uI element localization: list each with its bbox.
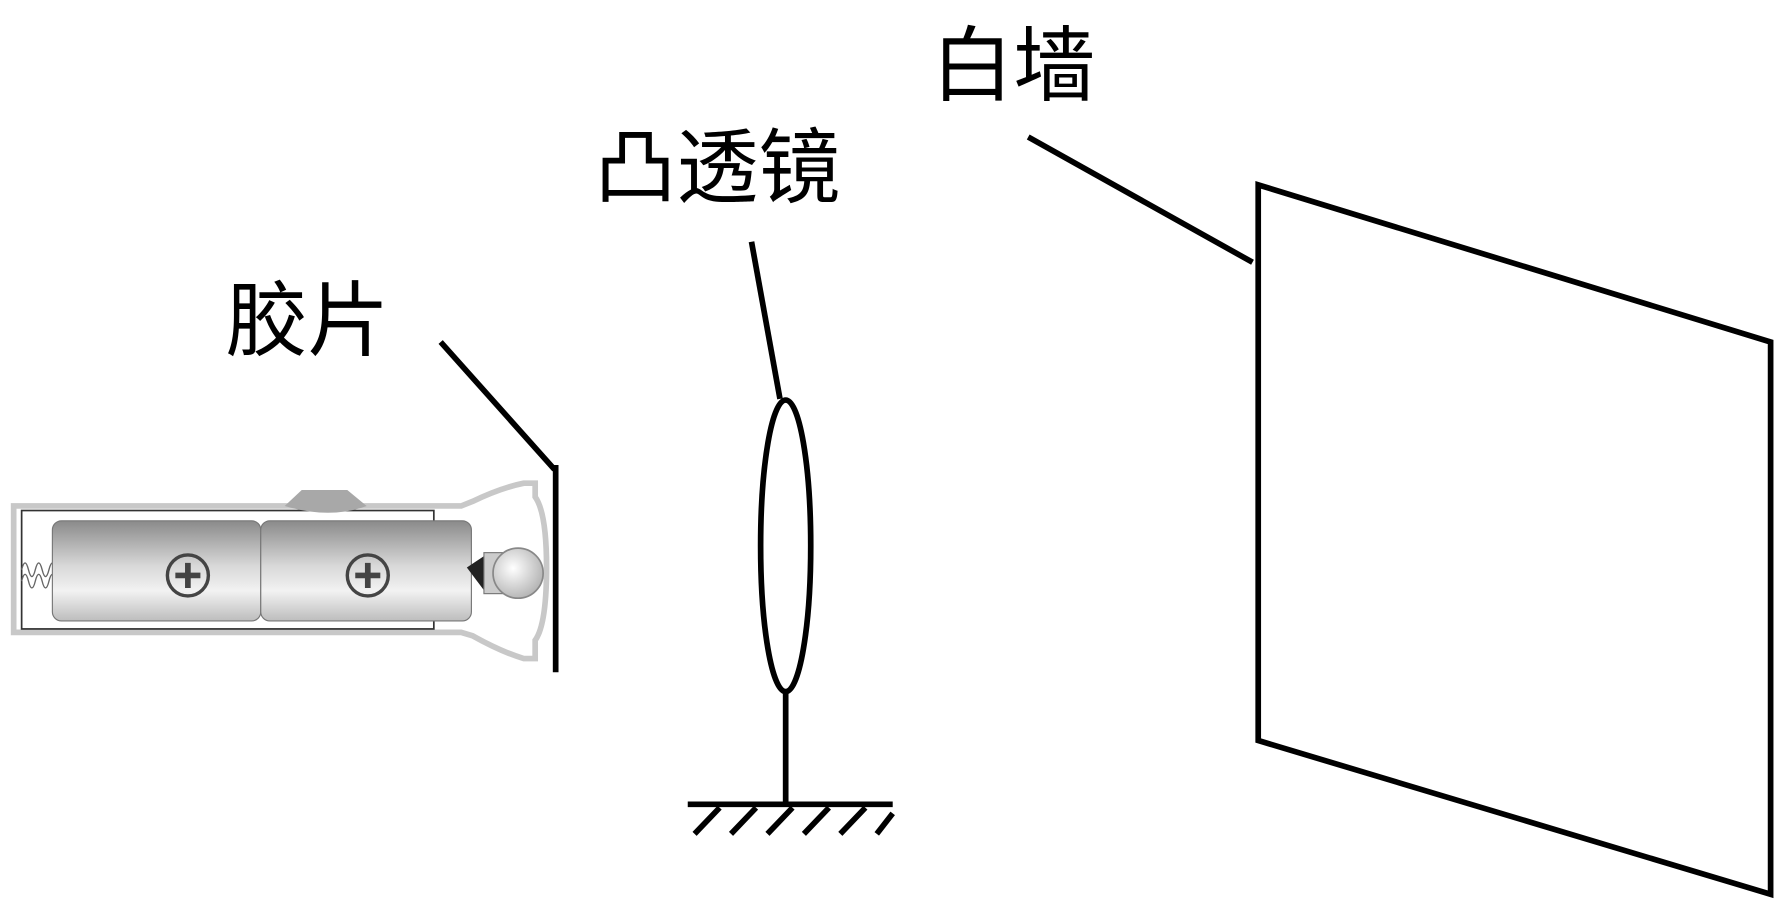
white-wall (1255, 181, 1774, 899)
switch-button (284, 490, 367, 513)
battery-1 (51, 520, 262, 622)
bulb-icon (466, 547, 544, 600)
wall-leader-line (1026, 134, 1254, 265)
plus-icon (345, 553, 390, 598)
plus-icon (165, 553, 211, 598)
spring-icon (20, 562, 57, 589)
flashlight (10, 480, 550, 662)
ground-base (687, 801, 895, 836)
wall-label: 白墙 (931, 19, 1095, 114)
battery-2 (260, 520, 472, 622)
lens-label: 凸透镜 (594, 121, 840, 216)
film-leader-line (438, 340, 557, 472)
convex-lens (757, 397, 814, 695)
film-label: 胶片 (225, 274, 389, 369)
lens-leader-line (748, 241, 783, 400)
